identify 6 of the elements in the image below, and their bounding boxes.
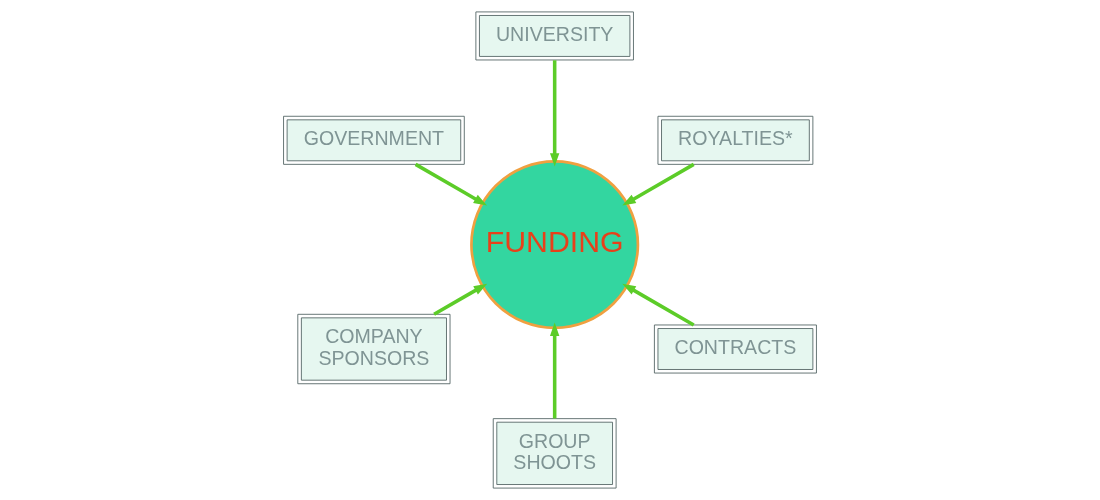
arrow (622, 162, 695, 206)
arrow (433, 283, 488, 316)
arrow (550, 60, 560, 167)
arrow (622, 283, 695, 327)
arrow (414, 162, 488, 206)
arrow (550, 322, 560, 419)
